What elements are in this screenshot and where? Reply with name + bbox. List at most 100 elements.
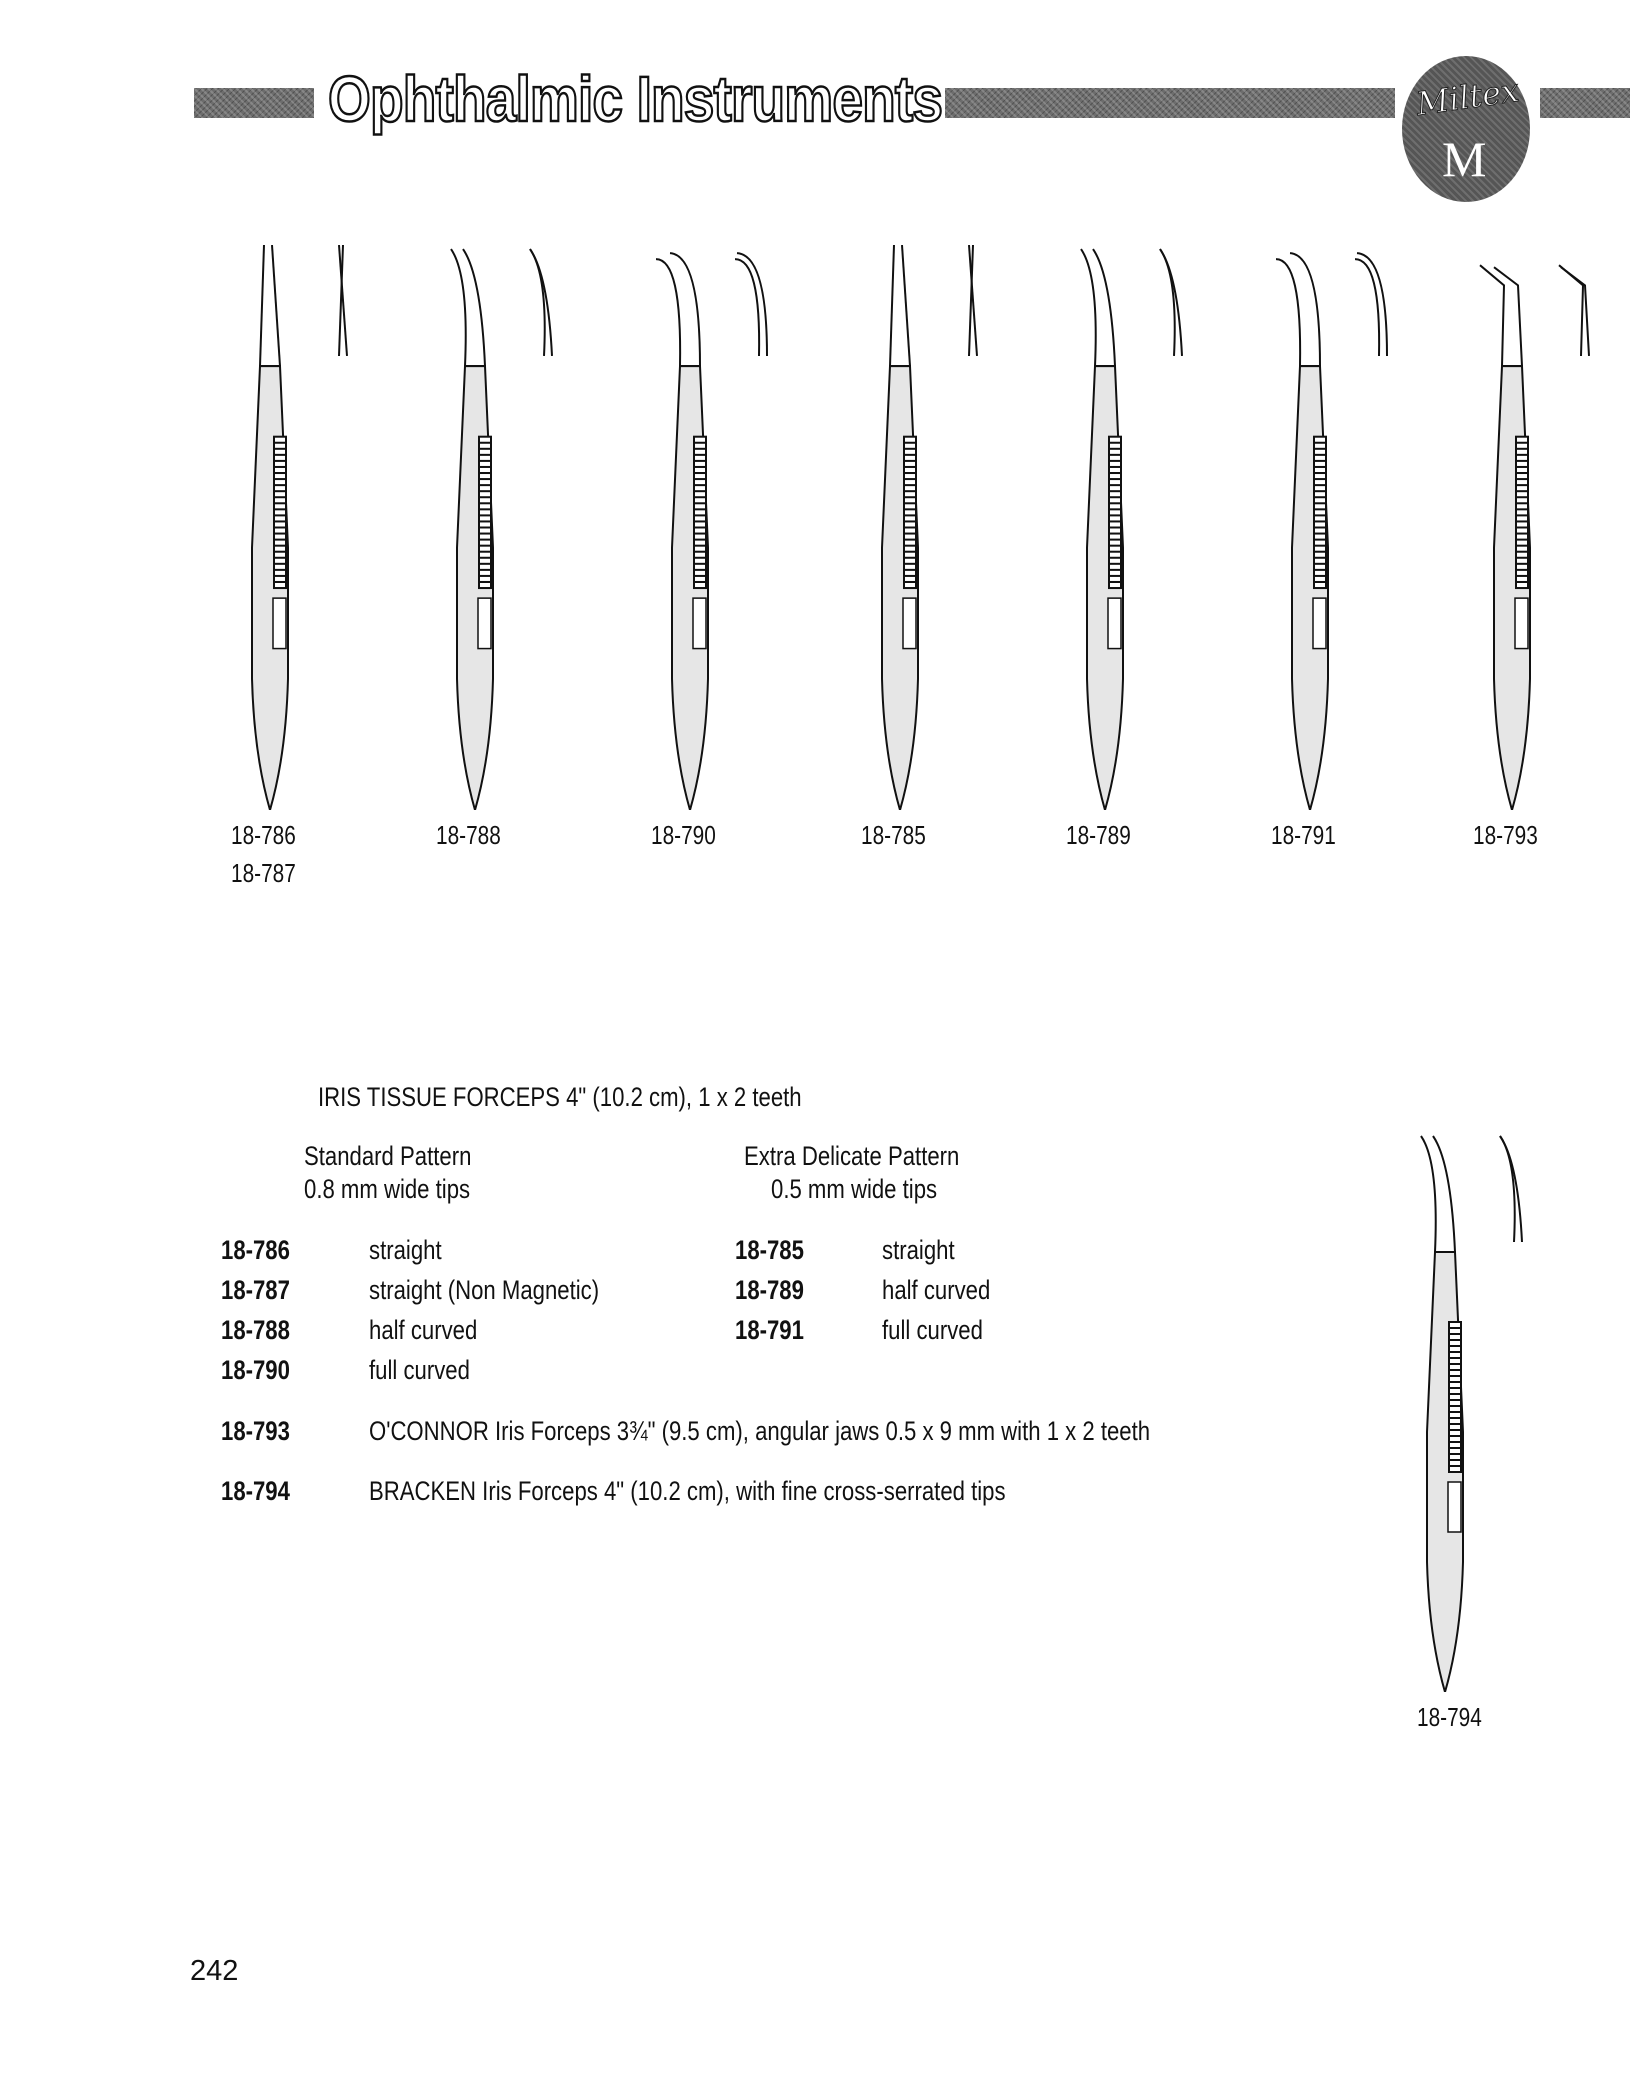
forceps-drawing bbox=[1275, 252, 1388, 814]
logo-script: Miltex bbox=[1413, 71, 1522, 124]
item-code: 18-788 bbox=[221, 1315, 290, 1345]
forceps-tip-arm bbox=[1420, 1135, 1437, 1253]
forceps-drawing bbox=[1080, 248, 1183, 814]
item-code: 18-786 bbox=[221, 1235, 290, 1265]
tip-detail bbox=[338, 244, 344, 357]
instrument-18-791 bbox=[1260, 245, 1420, 815]
instrument-18-789 bbox=[1055, 245, 1215, 815]
tip-detail bbox=[1560, 266, 1590, 357]
brand-plate bbox=[272, 597, 287, 650]
item-desc: half curved bbox=[369, 1315, 478, 1345]
tip-detail bbox=[968, 244, 978, 357]
forceps-tip-arm bbox=[901, 244, 911, 367]
forceps-tip-arm bbox=[1080, 248, 1097, 367]
instrument-label: 18-786 bbox=[231, 820, 296, 850]
brand-plate bbox=[1107, 597, 1122, 650]
standard-pattern-subtitle: 0.8 mm wide tips bbox=[304, 1174, 471, 1204]
forceps-drawing bbox=[251, 244, 348, 814]
serrated-grip bbox=[1313, 435, 1327, 590]
header-bar-middle bbox=[945, 88, 1395, 118]
item-code: 18-787 bbox=[221, 1275, 290, 1305]
item-code: 18-790 bbox=[221, 1355, 290, 1385]
serrated-grip bbox=[903, 435, 917, 590]
instrument-label: 18-793 bbox=[1473, 820, 1538, 850]
tip-detail bbox=[529, 248, 553, 357]
page-number: 242 bbox=[190, 1955, 239, 1987]
logo-letter: M bbox=[1442, 131, 1487, 187]
brand-plate bbox=[1514, 597, 1529, 650]
tip-detail bbox=[1354, 258, 1381, 357]
instrument-18-793 bbox=[1462, 245, 1622, 815]
instrument-label: 18-785 bbox=[861, 820, 926, 850]
brand-plate bbox=[1312, 597, 1327, 650]
forceps-tip-arm bbox=[669, 252, 701, 367]
serrated-grip bbox=[1108, 435, 1122, 590]
standard-pattern-title: Standard Pattern bbox=[304, 1141, 472, 1171]
header-bar-left bbox=[194, 88, 314, 118]
forceps-tip-arm bbox=[462, 248, 486, 367]
item-desc: straight bbox=[882, 1235, 955, 1265]
forceps-drawing bbox=[655, 252, 768, 814]
item-code: 18-794 bbox=[221, 1476, 290, 1506]
tip-detail bbox=[1499, 1135, 1523, 1243]
forceps-tip-arm bbox=[1275, 258, 1302, 367]
serrated-grip bbox=[478, 435, 492, 590]
serrated-grip bbox=[693, 435, 707, 590]
instrument-label: 18-791 bbox=[1271, 820, 1336, 850]
forceps-drawing bbox=[1420, 1135, 1523, 1696]
tip-detail bbox=[736, 252, 768, 356]
delicate-pattern-subtitle: 0.5 mm wide tips bbox=[771, 1174, 938, 1204]
item-code: 18-793 bbox=[221, 1416, 290, 1446]
forceps-tip-arm bbox=[1092, 248, 1116, 367]
brand-plate bbox=[692, 597, 707, 650]
forceps-tip-arm bbox=[1493, 266, 1523, 367]
instrument-label: 18-790 bbox=[651, 820, 716, 850]
forceps-tip-arm bbox=[1289, 252, 1321, 367]
section-heading: IRIS TISSUE FORCEPS 4" (10.2 cm), 1 x 2 … bbox=[318, 1082, 802, 1112]
item-desc: full curved bbox=[882, 1315, 983, 1345]
brand-plate bbox=[1447, 1481, 1462, 1533]
item-desc: BRACKEN Iris Forceps 4" (10.2 cm), with … bbox=[369, 1476, 1006, 1506]
item-desc: half curved bbox=[882, 1275, 991, 1305]
instrument-label: 18-789 bbox=[1066, 820, 1131, 850]
serrated-grip bbox=[273, 435, 287, 590]
forceps-drawing bbox=[881, 244, 978, 814]
tip-detail bbox=[1159, 248, 1183, 357]
forceps-tip-arm bbox=[1479, 264, 1506, 367]
instrument-18-788 bbox=[425, 245, 585, 815]
forceps-tip-arm bbox=[655, 258, 682, 367]
item-desc: O'CONNOR Iris Forceps 3¾" (9.5 cm), angu… bbox=[369, 1416, 1151, 1446]
page-title: Ophthalmic Instruments bbox=[327, 62, 944, 137]
instrument-18-786 bbox=[220, 244, 380, 815]
miltex-logo: Miltex M bbox=[1402, 56, 1530, 202]
item-desc: full curved bbox=[369, 1355, 470, 1385]
serrated-grip bbox=[1515, 435, 1529, 590]
item-code: 18-785 bbox=[735, 1235, 804, 1265]
tip-detail bbox=[338, 244, 348, 357]
item-code: 18-789 bbox=[735, 1275, 804, 1305]
delicate-pattern-title: Extra Delicate Pattern bbox=[744, 1141, 960, 1171]
item-desc: straight bbox=[369, 1235, 442, 1265]
item-desc: straight (Non Magnetic) bbox=[369, 1275, 600, 1305]
instrument-label: 18-787 bbox=[231, 858, 296, 888]
tip-detail bbox=[1558, 264, 1585, 357]
instrument-label: 18-794 bbox=[1417, 1702, 1482, 1732]
tip-detail bbox=[1356, 252, 1388, 356]
forceps-tip-arm bbox=[1432, 1135, 1456, 1253]
tip-detail bbox=[734, 258, 761, 357]
header-bar-right bbox=[1540, 88, 1630, 118]
forceps-tip-arm bbox=[259, 244, 265, 367]
instrument-label: 18-788 bbox=[436, 820, 501, 850]
forceps-tip-arm bbox=[450, 248, 467, 367]
instrument-18-785 bbox=[850, 244, 1010, 815]
forceps-tip-arm bbox=[889, 244, 895, 367]
item-code: 18-791 bbox=[735, 1315, 804, 1345]
instrument-18-790 bbox=[640, 245, 800, 815]
serrated-grip bbox=[1448, 1321, 1462, 1473]
tip-detail bbox=[968, 244, 974, 357]
forceps-drawing bbox=[1479, 264, 1590, 814]
brand-plate bbox=[477, 597, 492, 650]
instrument-18-794 bbox=[1395, 1132, 1555, 1697]
forceps-tip-arm bbox=[271, 244, 281, 367]
brand-plate bbox=[902, 597, 917, 650]
